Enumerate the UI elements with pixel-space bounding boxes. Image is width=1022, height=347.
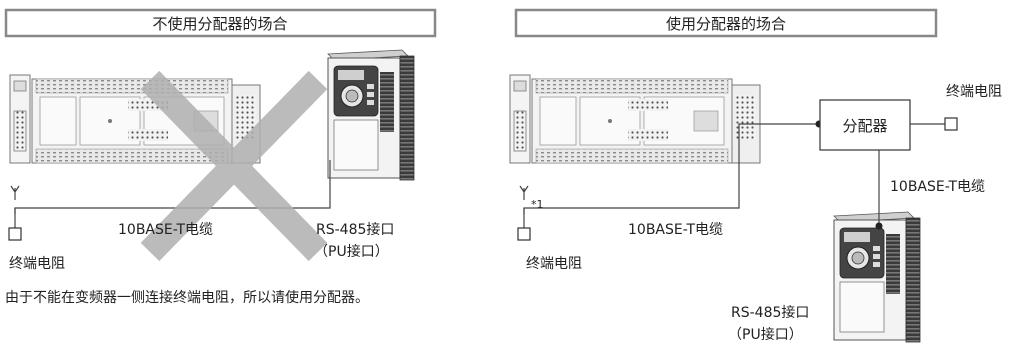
connector-icon <box>10 185 20 200</box>
inverter-icon-right <box>833 211 921 343</box>
splitter-terminator-icon <box>944 117 958 131</box>
cable-label-right: 10BASE-T电缆 <box>628 222 723 238</box>
splitter-box <box>819 99 911 151</box>
cable-label: 10BASE-T电缆 <box>118 222 213 238</box>
port-label: RS-485接口 <box>316 221 394 238</box>
plc-icon-right <box>509 74 761 164</box>
port-label-right-sub: （PU接口） <box>728 326 803 343</box>
right-panel: 使用分配器的场合 *1 分配器 终端电阻 10BASE-T电缆 10BASE-T… <box>509 8 1002 343</box>
port-label-sub: （PU接口） <box>314 243 389 260</box>
left-header: 不使用分配器的场合 <box>152 15 287 33</box>
left-header-box <box>4 8 437 38</box>
left-panel: 不使用分配器的场合 10BASE-T电缆 RS-485接口 （PU接口） 终端电… <box>4 8 437 272</box>
right-header-box <box>514 8 938 38</box>
connector-icon-right <box>519 185 529 200</box>
right-header: 使用分配器的场合 <box>666 15 786 33</box>
terminator-resistor-icon-right <box>517 227 531 241</box>
splitter-terminator-label: 终端电阻 <box>946 84 1002 100</box>
port-label-right: RS-485接口 <box>731 304 809 321</box>
inverter-icon <box>327 49 415 181</box>
junction-dot-bottom <box>875 222 883 230</box>
terminator-label-right: 终端电阻 <box>526 256 582 272</box>
cable-vertical-label: 10BASE-T电缆 <box>890 179 985 195</box>
explanation-note: 由于不能在变频器一侧连接终端电阻，所以请使用分配器。 <box>5 290 369 306</box>
splitter-label: 分配器 <box>842 117 887 135</box>
prohibited-x-icon <box>140 70 328 262</box>
terminator-label: 终端电阻 <box>9 256 65 272</box>
terminator-resistor-icon <box>8 227 22 241</box>
footnote-mark: *1 <box>531 198 544 211</box>
